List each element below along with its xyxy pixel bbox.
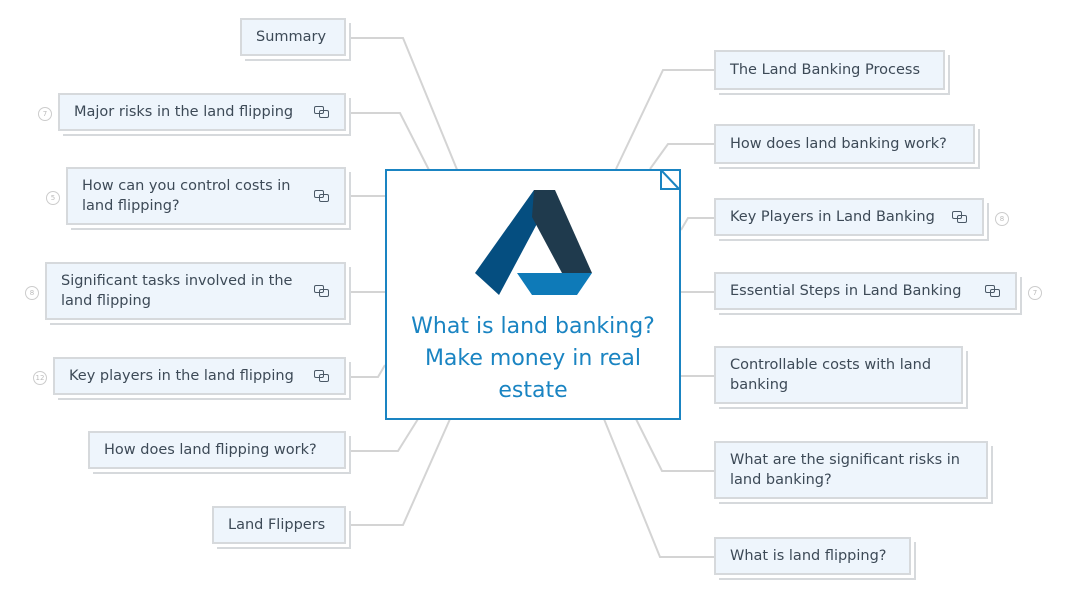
topic-label: What is land flipping?: [730, 548, 887, 564]
connector: [346, 418, 451, 526]
connector: [346, 112, 431, 173]
topic-label: How can you control costs in land flippi…: [82, 178, 291, 214]
connector: [603, 418, 714, 558]
topic-label: Land Flippers: [228, 517, 326, 533]
link-icon[interactable]: [314, 106, 330, 118]
child-count-badge[interactable]: 12: [33, 371, 47, 385]
topic-what-is-flipping[interactable]: What is land flipping?: [714, 537, 911, 575]
link-icon[interactable]: [314, 370, 330, 382]
topic-label: Key Players in Land Banking: [730, 209, 935, 225]
topic-label: Summary: [256, 29, 327, 45]
topic-key-players-flipping[interactable]: Key players in the land flipping: [53, 357, 346, 395]
child-count-badge[interactable]: 8: [25, 286, 39, 300]
link-icon[interactable]: [314, 190, 330, 202]
topic-control-costs-flipping[interactable]: How can you control costs in land flippi…: [66, 167, 346, 225]
topic-significant-tasks-flipping[interactable]: Significant tasks involved in the land f…: [45, 262, 346, 320]
central-topic[interactable]: What is land banking? Make money in real…: [385, 169, 681, 420]
link-icon[interactable]: [314, 285, 330, 297]
topic-label: Essential Steps in Land Banking: [730, 283, 962, 299]
topic-label: The Land Banking Process: [730, 62, 921, 78]
topic-label: Major risks in the land flipping: [74, 104, 294, 120]
topic-label: How does land flipping work?: [104, 442, 317, 458]
connector: [346, 418, 419, 452]
topic-label: Key players in the land flipping: [69, 368, 294, 384]
child-count-badge[interactable]: 7: [38, 107, 52, 121]
connector: [680, 217, 714, 231]
link-icon[interactable]: [952, 211, 968, 223]
topic-label: Controllable costs with land banking: [730, 357, 932, 393]
connector: [346, 364, 386, 378]
topic-label: How does land banking work?: [730, 136, 947, 152]
child-count-badge[interactable]: 7: [1028, 286, 1042, 300]
topic-major-risks-flipping[interactable]: Major risks in the land flipping: [58, 93, 346, 131]
topic-land-banking-process[interactable]: The Land Banking Process: [714, 50, 945, 90]
child-count-badge[interactable]: 5: [46, 191, 60, 205]
topic-label: What are the significant risks in land b…: [730, 452, 960, 488]
topic-label: Significant tasks involved in the land f…: [61, 273, 293, 309]
topic-significant-risks-banking[interactable]: What are the significant risks in land b…: [714, 441, 988, 499]
topic-how-flipping-works[interactable]: How does land flipping work?: [88, 431, 346, 469]
connector: [615, 69, 714, 170]
logo-icon: [475, 190, 592, 295]
topic-summary[interactable]: Summary: [240, 18, 346, 56]
topic-essential-steps-banking[interactable]: Essential Steps in Land Banking: [714, 272, 1017, 310]
topic-how-banking-works[interactable]: How does land banking work?: [714, 124, 975, 164]
topic-controllable-costs-banking[interactable]: Controllable costs with land banking: [714, 346, 963, 404]
note-corner-icon: [660, 169, 680, 190]
connector: [649, 143, 714, 170]
link-icon[interactable]: [985, 285, 1001, 297]
connector: [635, 418, 714, 472]
child-count-badge[interactable]: 8: [995, 212, 1009, 226]
topic-land-flippers[interactable]: Land Flippers: [212, 506, 346, 544]
topic-key-players-banking[interactable]: Key Players in Land Banking: [714, 198, 984, 236]
connector: [346, 37, 459, 173]
central-topic-title: What is land banking? Make money in real…: [411, 314, 655, 403]
